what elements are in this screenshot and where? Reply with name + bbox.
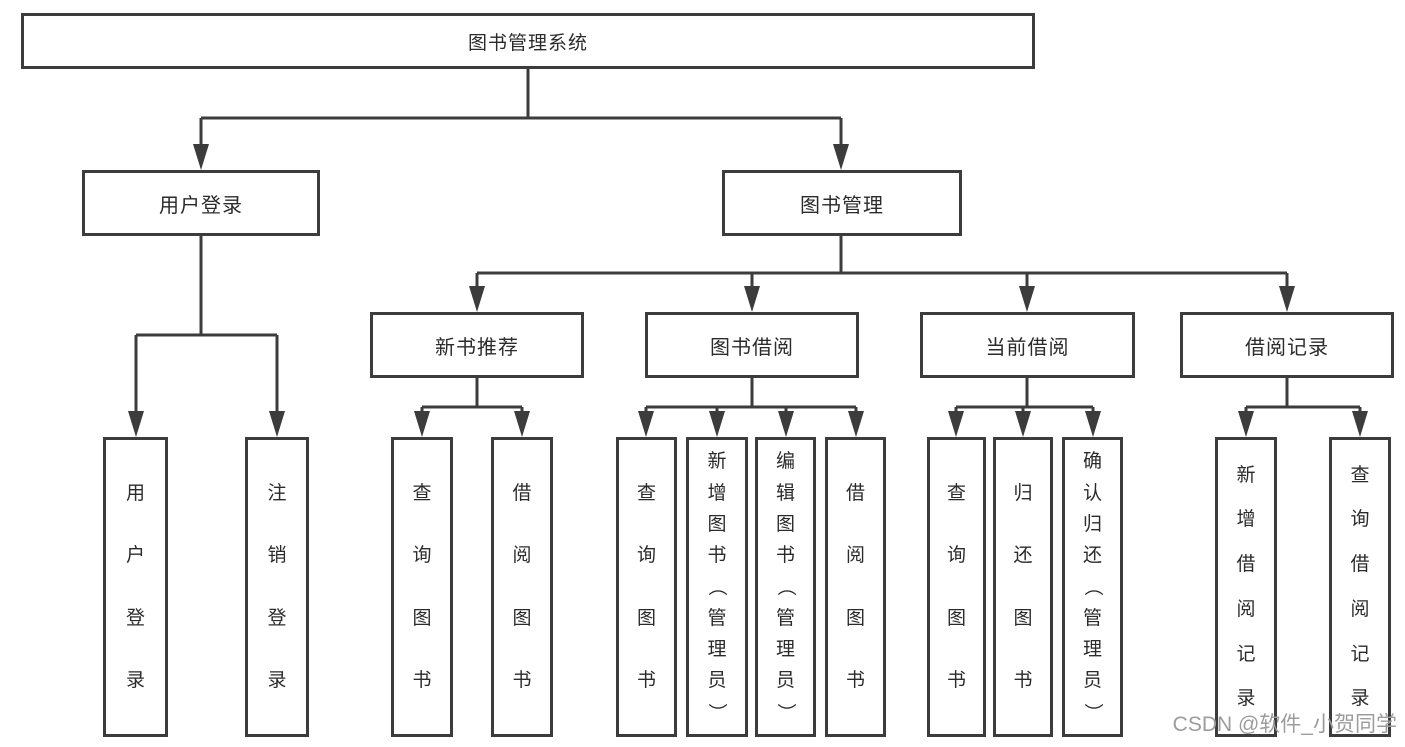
leaf-add-book-admin: 新增图书（管理员） (686, 437, 748, 737)
leaf-query-books-borrow: 查询图书 (616, 437, 677, 737)
node-label: 新增图书（管理员） (706, 451, 728, 722)
node-label: 借阅记录 (1245, 336, 1329, 359)
node-label: 查询借阅记录 (1350, 464, 1370, 710)
node-label: 新书推荐 (435, 336, 519, 359)
arrowhead-icons (128, 144, 1368, 437)
node-label: 归还图书 (1013, 482, 1033, 692)
node-current-borrow: 当前借阅 (920, 312, 1135, 378)
leaf-logout: 注销登录 (245, 437, 309, 737)
leaf-edit-book-admin: 编辑图书（管理员） (755, 437, 816, 737)
node-book-borrow: 图书借阅 (645, 312, 859, 378)
node-user-login: 用户登录 (82, 170, 320, 236)
leaf-add-borrow-record: 新增借阅记录 (1215, 437, 1277, 737)
leaf-borrow-books-recommend: 借阅图书 (491, 437, 553, 737)
leaf-return-books: 归还图书 (993, 437, 1053, 737)
node-label: 注销登录 (267, 482, 287, 692)
leaf-query-borrow-record: 查询借阅记录 (1329, 437, 1391, 737)
node-label: 图书管理 (800, 194, 884, 217)
node-label: 查询图书 (412, 482, 432, 692)
node-label: 用户登录 (125, 482, 145, 692)
node-label: 查询图书 (636, 482, 656, 692)
node-label: 编辑图书（管理员） (774, 451, 796, 722)
leaf-query-books-recommend: 查询图书 (391, 437, 453, 737)
node-label: 用户登录 (159, 194, 243, 217)
leaf-confirm-return-admin: 确认归还（管理员） (1062, 437, 1123, 737)
node-label: 新增借阅记录 (1236, 464, 1256, 710)
node-borrow-records: 借阅记录 (1180, 312, 1394, 378)
node-label: 借阅图书 (845, 482, 865, 692)
node-library-system: 图书管理系统 (21, 13, 1035, 69)
node-label: 当前借阅 (985, 336, 1070, 359)
node-label: 借阅图书 (512, 482, 532, 692)
node-label: 图书管理系统 (467, 32, 588, 54)
csdn-watermark: CSDN @软件_小贺同学 (1172, 713, 1397, 736)
node-new-book-recommend: 新书推荐 (370, 312, 584, 378)
leaf-query-books-current: 查询图书 (927, 437, 986, 737)
leaf-borrow-books: 借阅图书 (825, 437, 886, 737)
node-label: 查询图书 (946, 482, 966, 692)
node-book-management: 图书管理 (722, 170, 962, 236)
leaf-user-login: 用户登录 (103, 437, 168, 737)
node-label: 图书借阅 (710, 336, 794, 359)
node-label: 确认归还（管理员） (1081, 451, 1103, 722)
